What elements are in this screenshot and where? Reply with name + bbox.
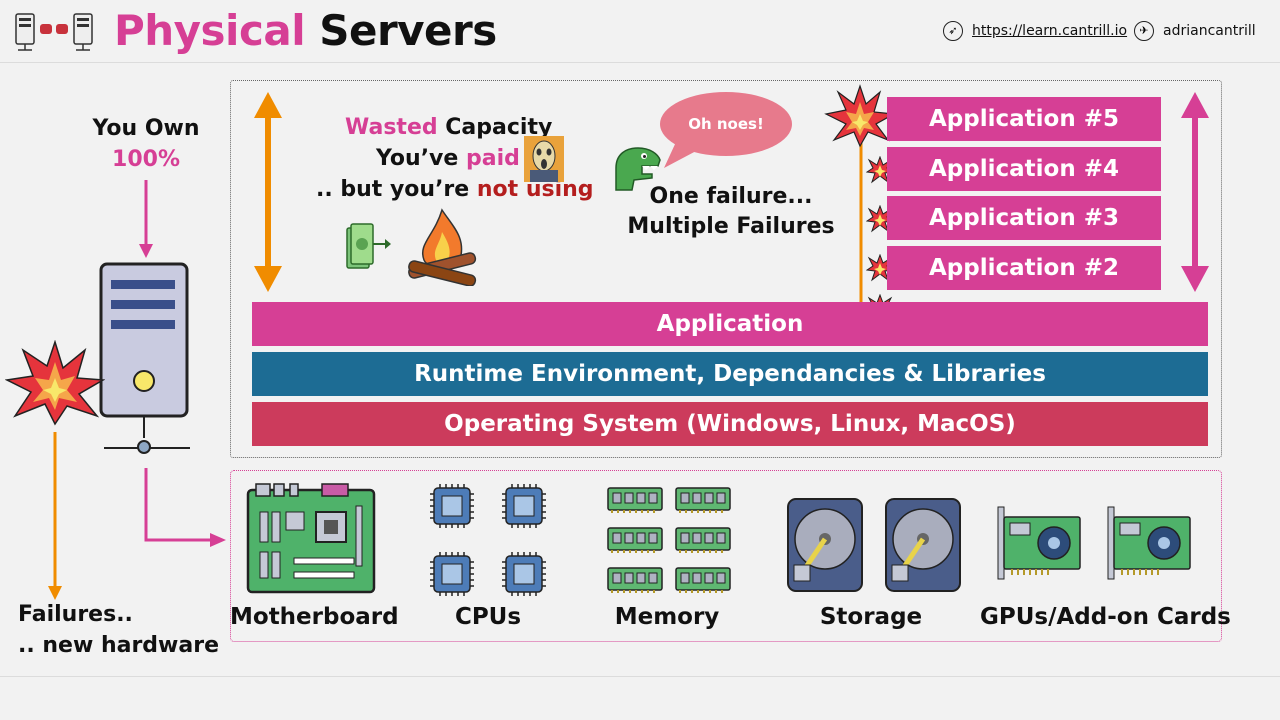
cpus-label: CPUs xyxy=(454,604,522,630)
failures-label: Failures.. xyxy=(18,602,133,627)
website-link[interactable]: https://learn.cantrill.io xyxy=(972,23,1128,39)
os-layer: Operating System (Windows, Linux, MacOS) xyxy=(252,402,1208,446)
application-5-box: Application #5 xyxy=(887,97,1161,141)
capacity-double-arrow xyxy=(254,92,282,292)
capacity-word: Capacity xyxy=(445,115,553,140)
compass-icon: ➶ xyxy=(943,21,963,41)
memory-icon xyxy=(607,487,731,594)
but-youre-word: .. but you’re xyxy=(316,177,470,202)
application-3-box: Application #3 xyxy=(887,196,1161,240)
dinosaur-icon xyxy=(615,147,661,191)
footer-divider xyxy=(0,676,1280,677)
explosion-icon xyxy=(5,340,105,426)
runtime-layer: Runtime Environment, Dependancies & Libr… xyxy=(252,352,1208,396)
software-box xyxy=(230,80,1222,458)
you-own-percentage: 100% xyxy=(112,147,180,172)
wasted-word: Wasted xyxy=(345,115,438,140)
page-title: Physical Servers xyxy=(114,6,497,55)
oh-noes-text: Oh noes! xyxy=(688,115,764,133)
gpus-label: GPUs/Add-on Cards xyxy=(980,604,1231,630)
wasted-capacity-line2: You’ve paid xyxy=(376,146,520,171)
storage-icon xyxy=(787,497,964,593)
money-transfer-icon xyxy=(346,223,391,269)
paid-word: paid xyxy=(465,146,520,171)
speech-bubble xyxy=(660,92,792,168)
memory-label: Memory xyxy=(614,604,720,630)
server-diagram xyxy=(48,180,226,600)
wasted-capacity-line1: Wasted Capacity xyxy=(345,115,552,140)
servers-logo-icon xyxy=(15,13,93,51)
twitter-icon: ✈ xyxy=(1134,21,1154,41)
application-4-box: Application #4 xyxy=(887,147,1161,191)
youve-word: You’ve xyxy=(376,146,459,171)
header-divider xyxy=(0,62,1280,63)
wasted-capacity-line3: .. but you’re not using xyxy=(316,177,594,202)
application-layer: Application xyxy=(252,302,1208,346)
cpus-icon xyxy=(430,484,547,597)
hardware-box xyxy=(230,470,1222,642)
motherboard-icon xyxy=(246,483,376,594)
title-word-servers: Servers xyxy=(319,6,497,55)
multiple-failures-text: Multiple Failures xyxy=(627,214,835,239)
campfire-icon xyxy=(408,208,477,286)
gpu-cards-icon xyxy=(997,506,1191,580)
motherboard-label: Motherboard xyxy=(230,604,399,630)
application-2-box: Application #2 xyxy=(887,246,1161,290)
one-failure-text: One failure... xyxy=(649,184,813,209)
storage-label: Storage xyxy=(819,604,923,630)
apps-double-arrow xyxy=(1181,92,1209,292)
twitter-handle[interactable]: adriancantrill xyxy=(1163,23,1256,39)
failure-chain-line xyxy=(824,84,896,310)
new-hardware-label: .. new hardware xyxy=(18,633,219,658)
scream-face-icon xyxy=(524,136,564,182)
title-word-physical: Physical xyxy=(114,6,306,55)
you-own-label: You Own xyxy=(92,116,200,141)
